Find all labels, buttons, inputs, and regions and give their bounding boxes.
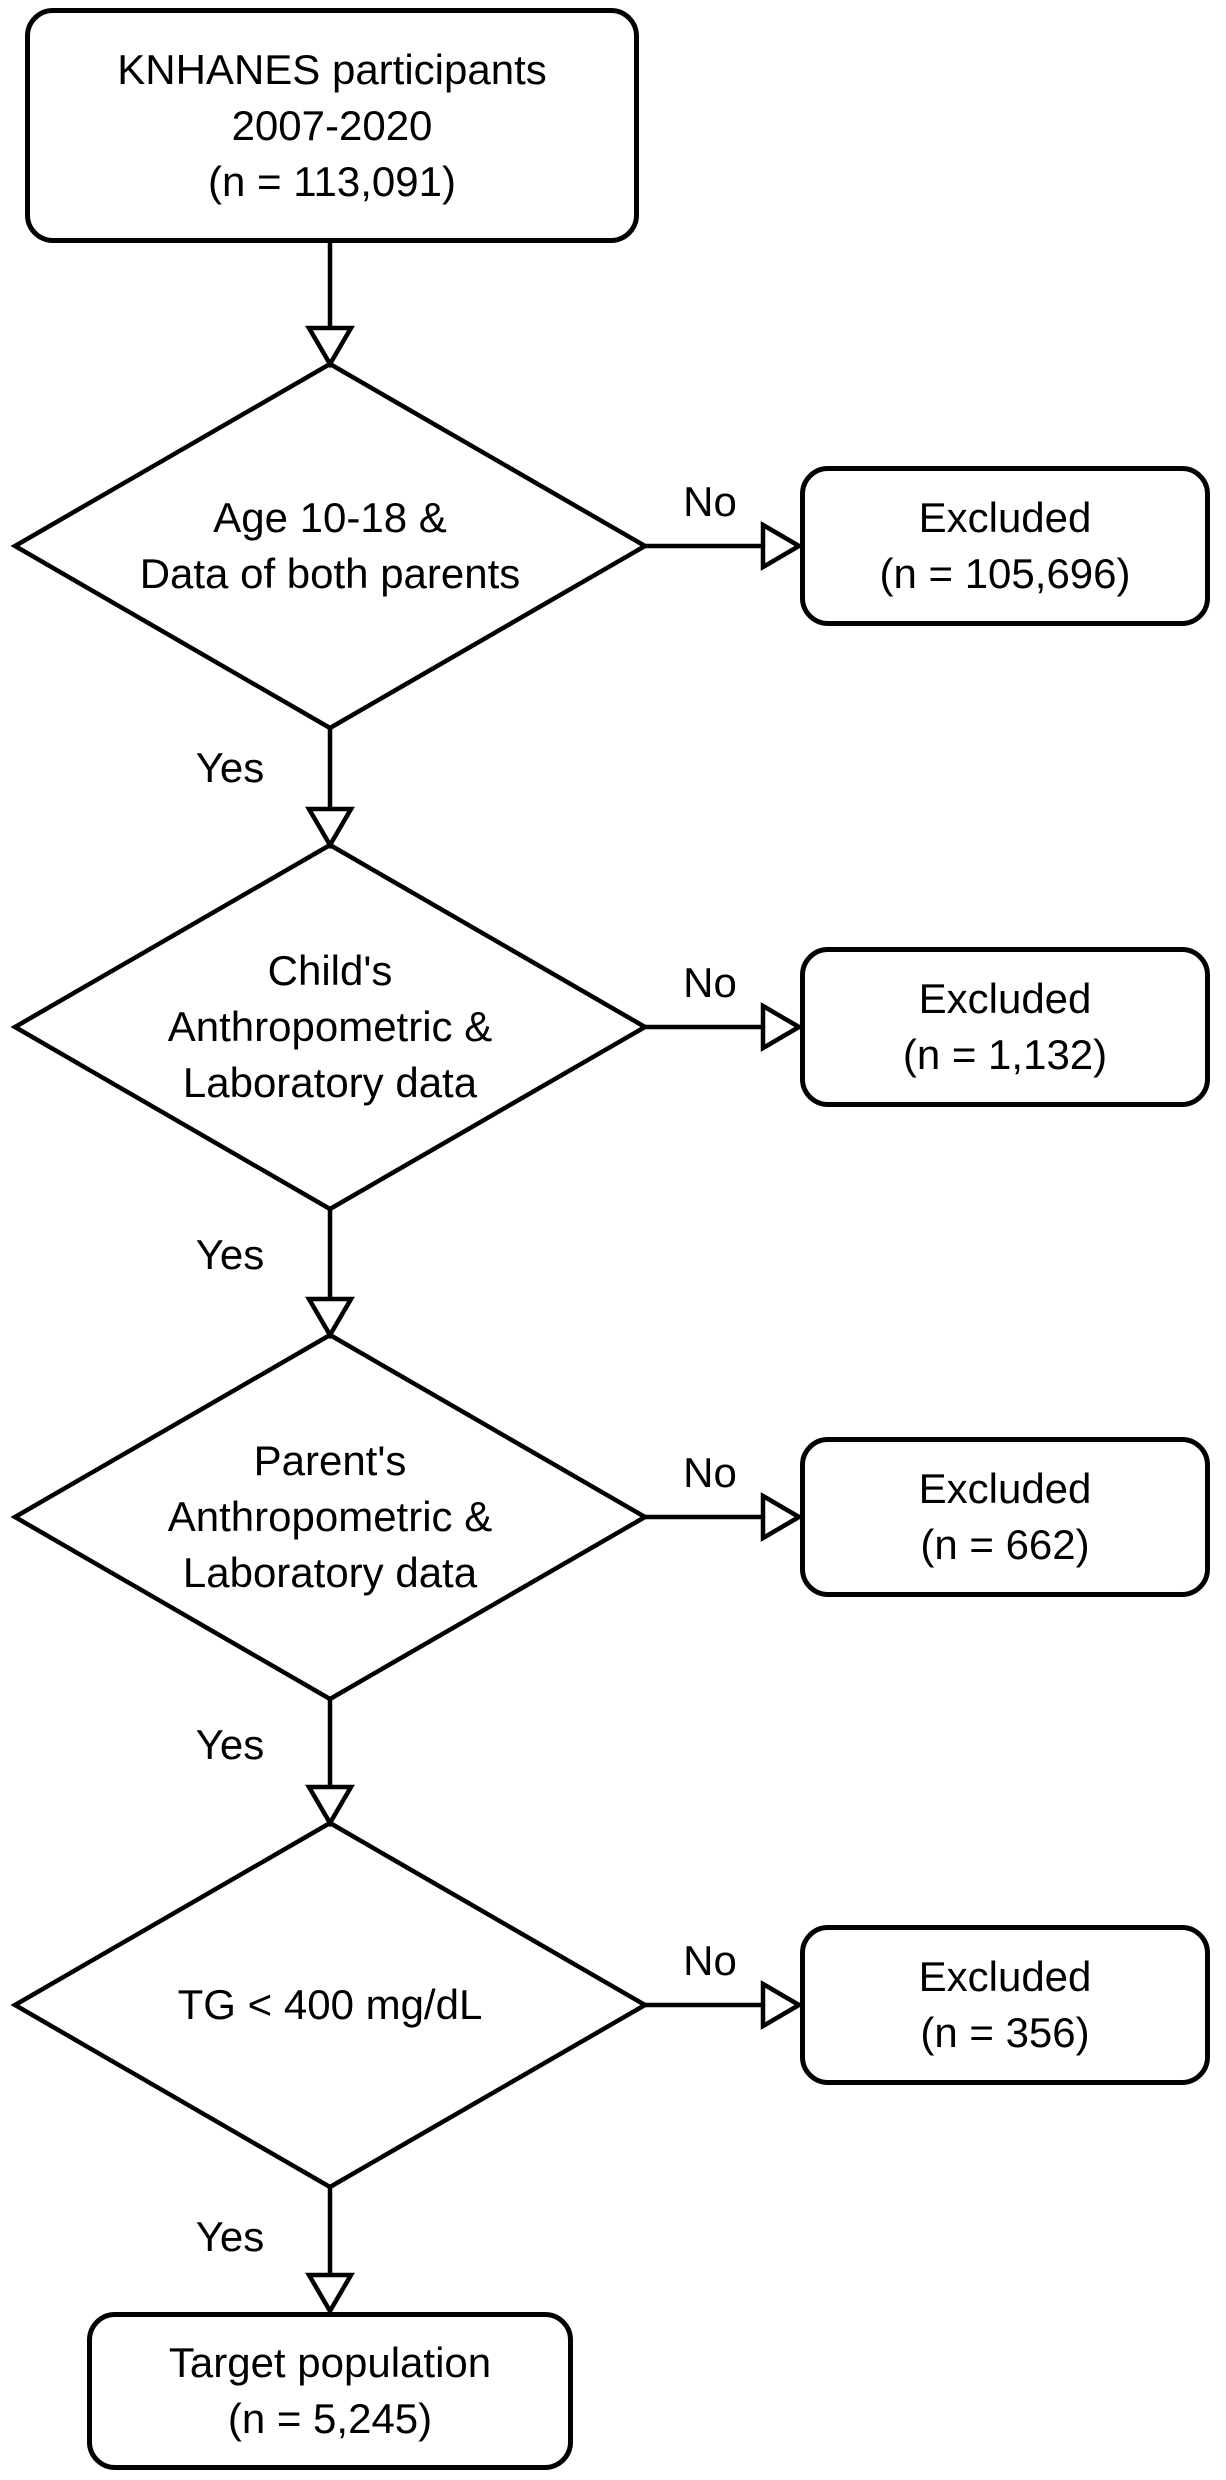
excluded-node-4: Excluded (n = 356) <box>800 1925 1210 2085</box>
arrowhead-down-2 <box>305 806 355 850</box>
arrowhead-right-4 <box>760 1980 804 2030</box>
arrowhead-down-5 <box>305 2272 355 2316</box>
yes-label-3: Yes <box>195 1721 265 1768</box>
arrowhead-right-2 <box>760 1002 804 1052</box>
decision-4-label: TG < 400 mg/dL <box>177 1981 483 2028</box>
start-node: KNHANES participants 2007-2020 (n = 113,… <box>25 8 639 243</box>
arrowhead-right-3 <box>760 1492 804 1542</box>
excluded-node-1: Excluded (n = 105,696) <box>800 466 1210 626</box>
yes-label-2: Yes <box>195 1231 265 1278</box>
no-label-3: No <box>683 1449 737 1496</box>
excluded-node-2: Excluded (n = 1,132) <box>800 947 1210 1107</box>
decision-3-label: Parent's Anthropometric & Laboratory dat… <box>167 1437 493 1596</box>
yes-label-1: Yes <box>195 744 265 791</box>
decision-diamond-3 <box>10 1332 650 1702</box>
decision-1-label: Age 10-18 & Data of both parents <box>139 494 521 597</box>
decision-diamond-4 <box>10 1820 650 2190</box>
decision-diamond-2 <box>10 842 650 1212</box>
yes-label-4: Yes <box>195 2213 265 2260</box>
arrowhead-down-3 <box>305 1296 355 1340</box>
end-node: Target population (n = 5,245) <box>87 2312 573 2470</box>
arrowhead-right-1 <box>760 521 804 571</box>
no-label-1: No <box>683 478 737 525</box>
arrowhead-down-1 <box>305 325 355 369</box>
decision-2-label: Child's Anthropometric & Laboratory data <box>167 947 493 1106</box>
decision-diamond-1 <box>10 361 650 731</box>
no-label-4: No <box>683 1937 737 1984</box>
no-label-2: No <box>683 959 737 1006</box>
excluded-node-3: Excluded (n = 662) <box>800 1437 1210 1597</box>
arrowhead-down-4 <box>305 1784 355 1828</box>
